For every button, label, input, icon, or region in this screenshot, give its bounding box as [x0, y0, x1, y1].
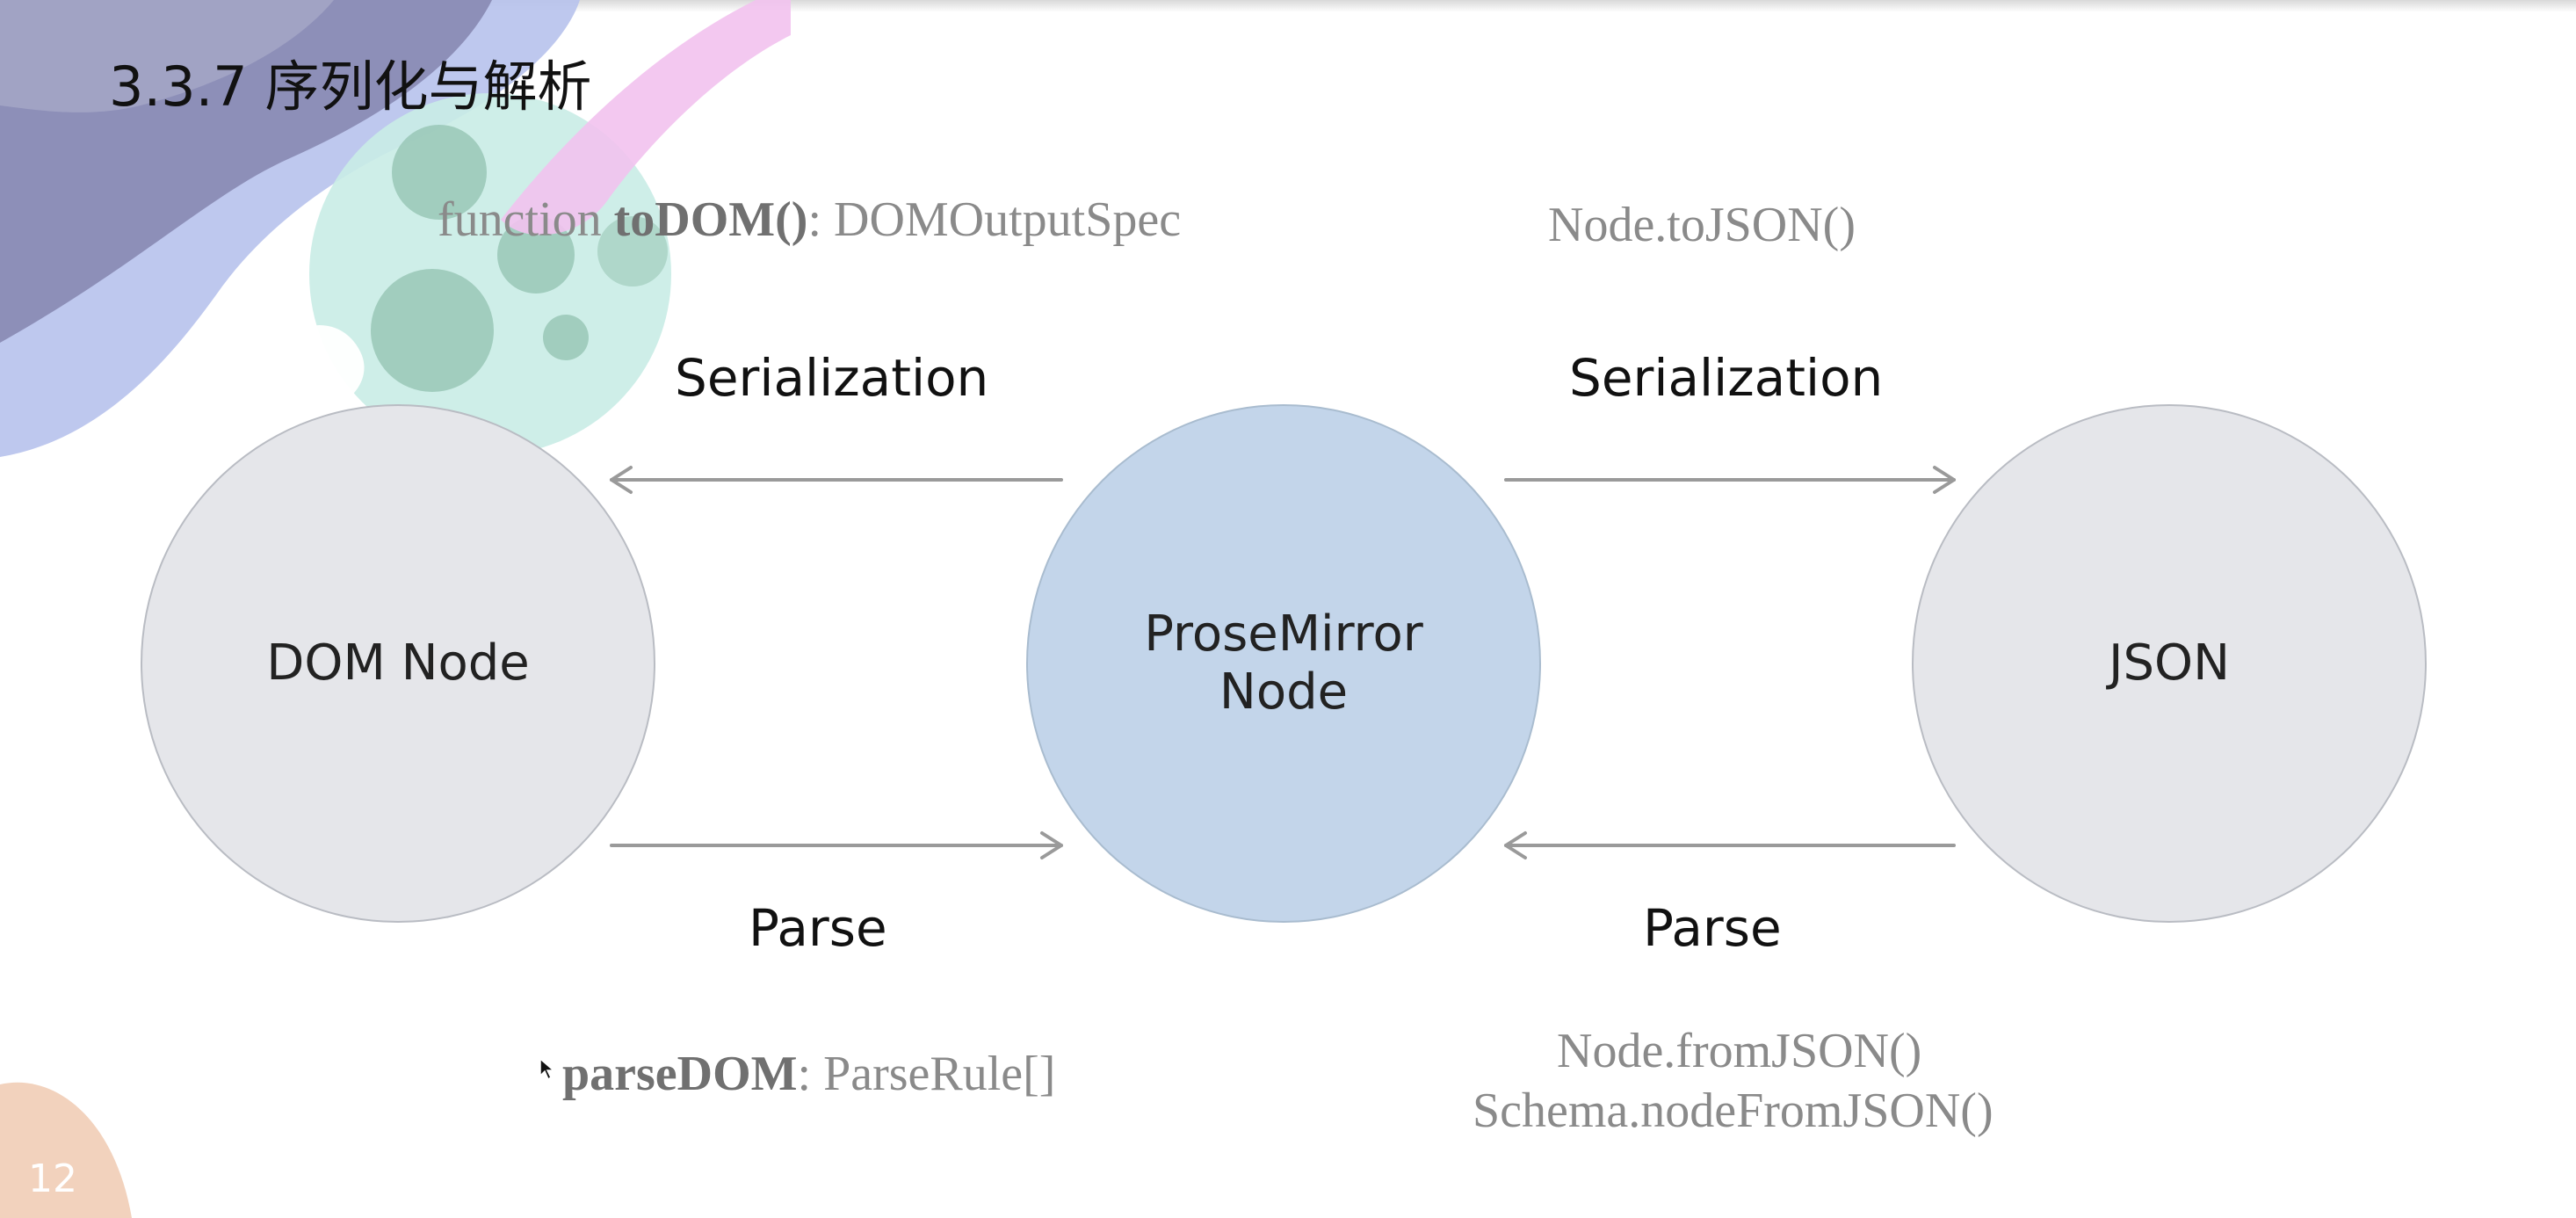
right-serialization-label: Serialization — [1569, 348, 1884, 408]
todom-signature: function toDOM(): DOMOutputSpec — [438, 192, 1181, 248]
json-circle: JSON — [1912, 404, 2427, 923]
slide-title: 3.3.7 序列化与解析 — [109, 54, 592, 119]
todom-name: toDOM() — [613, 192, 808, 247]
dom-node-label: DOM Node — [266, 634, 530, 692]
left-serialization-label: Serialization — [675, 348, 989, 408]
parsedom-name: parseDOM — [562, 1047, 798, 1101]
todom-suffix: : DOMOutputSpec — [807, 192, 1182, 247]
arrow-parse-from-dom — [610, 831, 1063, 859]
arrow-parse-from-json — [1504, 831, 1956, 859]
page-number-badge — [0, 1082, 132, 1218]
prosemirror-node-label: ProseMirror Node — [1144, 605, 1423, 721]
fromjson-code: Node.fromJSON() — [1557, 1024, 1922, 1078]
todom-prefix: function — [438, 192, 614, 247]
json-label: JSON — [2108, 634, 2231, 692]
top-shadow-band — [0, 0, 2576, 12]
nodefromjson-code: Schema.nodeFromJSON() — [1473, 1084, 1994, 1138]
arrow-serialize-to-json — [1504, 466, 1956, 494]
dom-node-circle: DOM Node — [141, 404, 655, 923]
right-parse-label: Parse — [1643, 898, 1782, 958]
page-number: 12 — [28, 1156, 77, 1201]
prosemirror-node-circle: ProseMirror Node — [1026, 404, 1541, 923]
parsedom-suffix: : ParseRule[] — [797, 1047, 1056, 1101]
left-parse-label: Parse — [749, 898, 887, 958]
tojson-code: Node.toJSON() — [1548, 198, 1856, 252]
decorative-planet-illustration — [0, 0, 791, 457]
mouse-cursor-icon — [539, 1058, 555, 1081]
parsedom-signature: parseDOM: ParseRule[] — [562, 1046, 1055, 1102]
arrow-serialize-to-dom — [610, 466, 1063, 494]
